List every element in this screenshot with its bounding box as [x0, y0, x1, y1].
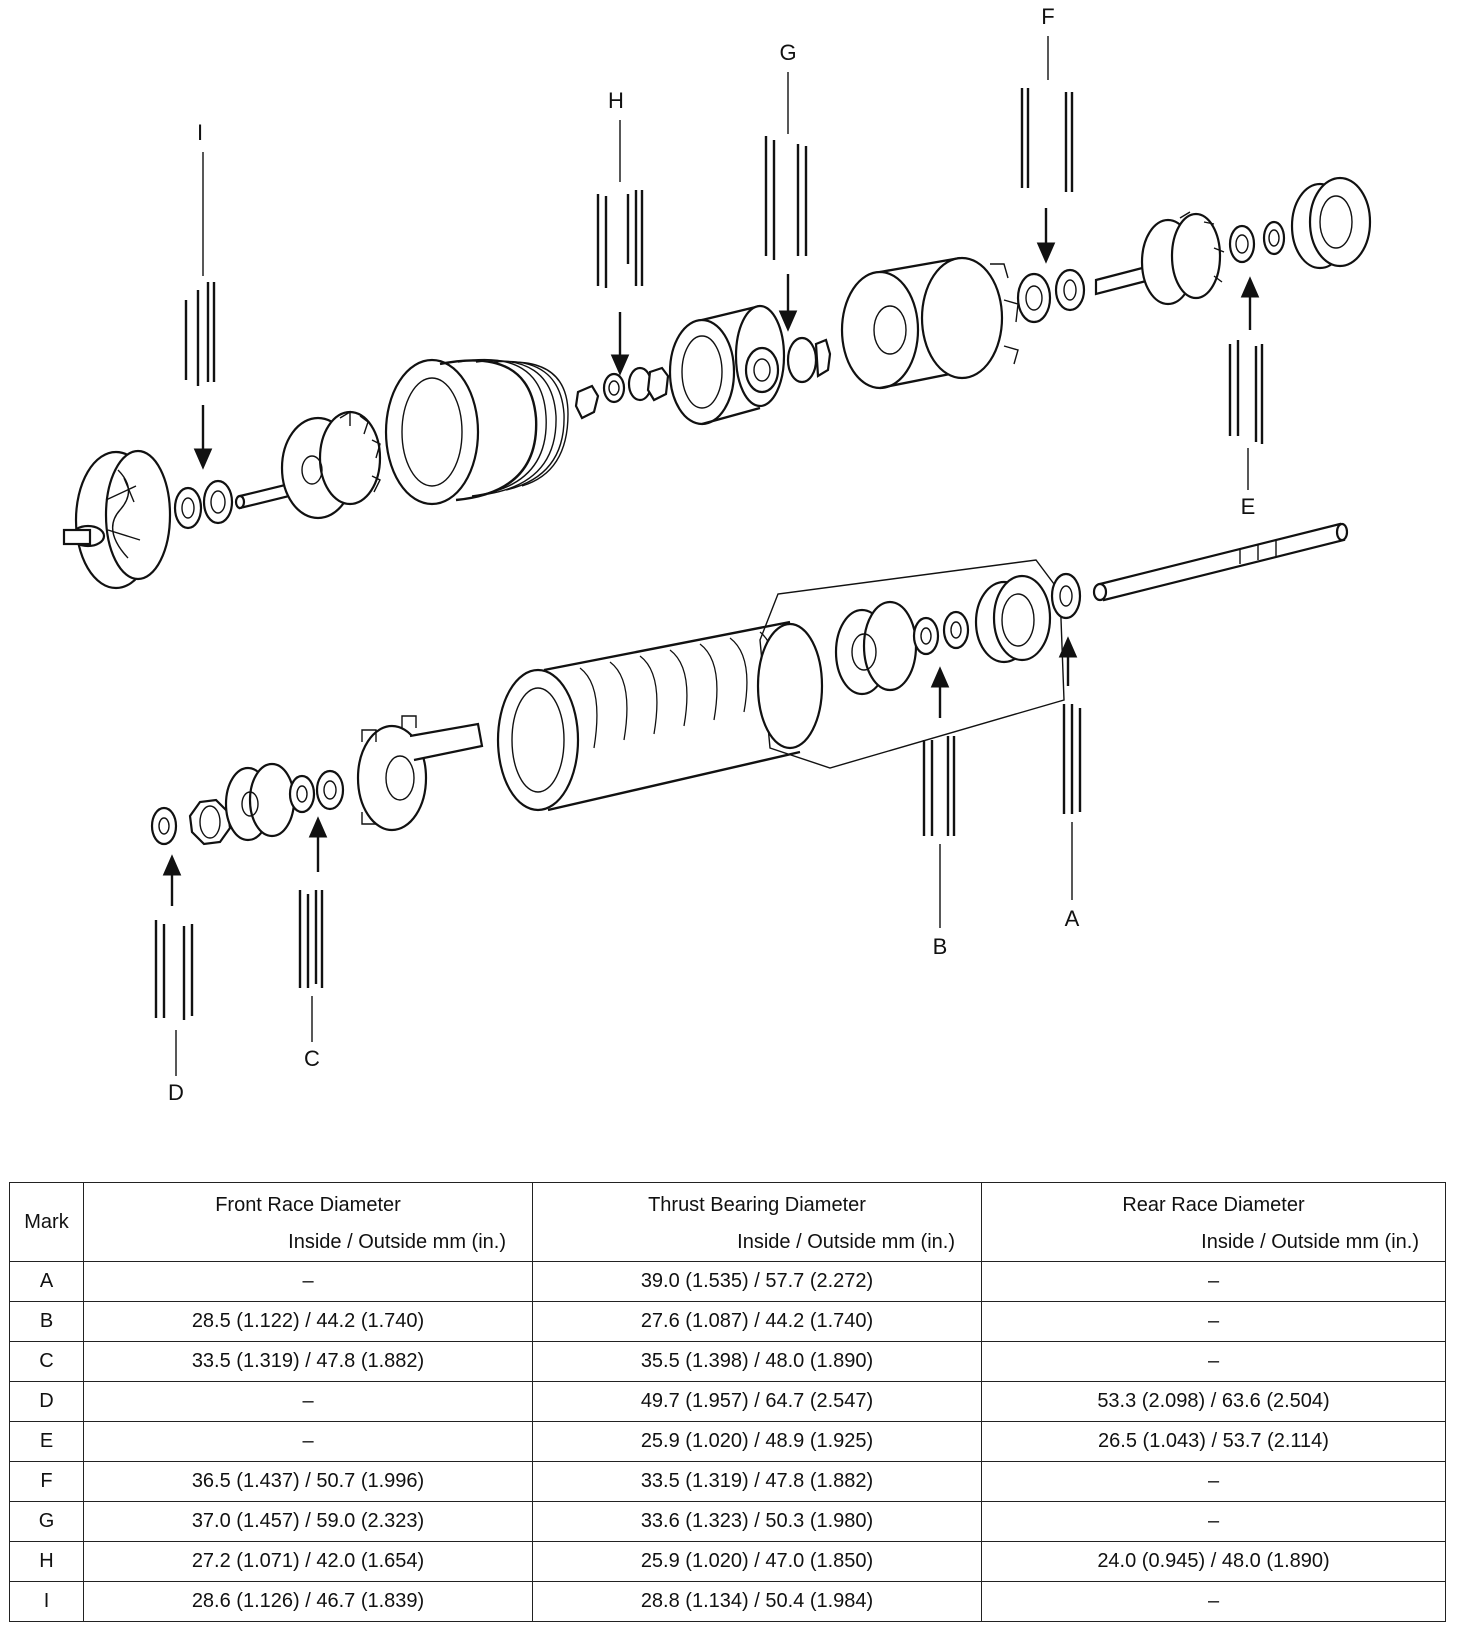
callout-label-a: A [1065, 906, 1080, 931]
callout-label-d: D [168, 1080, 184, 1105]
cell-front: 36.5 (1.437) / 50.7 (1.996) [83, 1461, 533, 1502]
exploded-transmission-diagram: I H G F E D [62, 4, 1372, 1105]
cell-mark: I [9, 1581, 84, 1622]
callout-c: C [298, 816, 328, 1071]
cell-rear: – [981, 1581, 1446, 1622]
cell-mark: A [9, 1261, 84, 1302]
cell-thrust: 25.9 (1.020) / 48.9 (1.925) [532, 1421, 982, 1462]
cell-front: 28.6 (1.126) / 46.7 (1.839) [83, 1581, 533, 1622]
rear-planetary-gear [224, 762, 296, 842]
table-row: I 28.6 (1.126) / 46.7 (1.839) 28.8 (1.13… [9, 1581, 1446, 1622]
table-row: C 33.5 (1.319) / 47.8 (1.882) 35.5 (1.39… [9, 1341, 1446, 1382]
overdrive-planetary-housing [840, 256, 1019, 390]
header-rear-sub: Inside / Outside mm (in.) [1201, 1231, 1419, 1253]
cell-thrust: 33.6 (1.323) / 50.3 (1.980) [532, 1501, 982, 1542]
transmission-case [759, 559, 1065, 769]
callout-g: G [764, 40, 808, 332]
cell-thrust: 35.5 (1.398) / 48.0 (1.890) [532, 1341, 982, 1382]
cell-rear: 24.0 (0.945) / 48.0 (1.890) [981, 1541, 1446, 1582]
forward-clutch-drum [280, 410, 382, 520]
table-row: G 37.0 (1.457) / 59.0 (2.323) 33.6 (1.32… [9, 1501, 1446, 1542]
one-way-clutch-drum [356, 715, 484, 832]
cell-rear: 26.5 (1.043) / 53.7 (2.114) [981, 1421, 1446, 1462]
clutch-brake-pack-lower [496, 620, 824, 812]
cell-mark: G [9, 1501, 84, 1542]
cell-mark: B [9, 1301, 84, 1342]
table-row: F 36.5 (1.437) / 50.7 (1.996) 33.5 (1.31… [9, 1461, 1446, 1502]
bearing-pair-f [1016, 268, 1086, 324]
cell-front: 37.0 (1.457) / 59.0 (2.323) [83, 1501, 533, 1542]
bearing-a [1050, 572, 1082, 620]
cell-rear: – [981, 1341, 1446, 1382]
callout-label-b: B [933, 934, 948, 959]
table-row: B 28.5 (1.122) / 44.2 (1.740) 27.6 (1.08… [9, 1301, 1446, 1342]
output-shaft [1092, 522, 1349, 602]
cell-thrust: 39.0 (1.535) / 57.7 (2.272) [532, 1261, 982, 1302]
table-header-row: Mark Front Race Diameter Inside / Outsid… [9, 1182, 1446, 1262]
header-mark: Mark [9, 1182, 84, 1262]
cell-front: – [83, 1421, 533, 1462]
cell-thrust: 27.6 (1.087) / 44.2 (1.740) [532, 1301, 982, 1342]
clutch-plate-pack-upper [384, 358, 569, 506]
cell-rear: 53.3 (2.098) / 63.6 (2.504) [981, 1381, 1446, 1422]
cell-thrust: 28.8 (1.134) / 50.4 (1.984) [532, 1581, 982, 1622]
header-front-sub: Inside / Outside mm (in.) [288, 1231, 506, 1253]
cell-thrust: 49.7 (1.957) / 64.7 (2.547) [532, 1381, 982, 1422]
callout-label-f: F [1041, 4, 1054, 29]
table-row: H 27.2 (1.071) / 42.0 (1.654) 25.9 (1.02… [9, 1541, 1446, 1582]
bearing-pair-e [1228, 220, 1286, 264]
callout-e: E [1228, 276, 1264, 519]
bearing-race-specification-table: Mark Front Race Diameter Inside / Outsid… [9, 1182, 1446, 1622]
cell-rear: – [981, 1461, 1446, 1502]
callout-b: B [922, 666, 956, 959]
header-front-race: Front Race Diameter Inside / Outside mm … [83, 1182, 533, 1262]
front-planetary-ring-gear [974, 574, 1052, 664]
cell-front: 33.5 (1.319) / 47.8 (1.882) [83, 1341, 533, 1382]
header-thrust-bearing: Thrust Bearing Diameter Inside / Outside… [532, 1182, 982, 1262]
cell-mark: F [9, 1461, 84, 1502]
cell-thrust: 25.9 (1.020) / 47.0 (1.850) [532, 1541, 982, 1582]
bearing-pair-d [150, 798, 232, 846]
cell-mark: E [9, 1421, 84, 1462]
bearing-pair-c [288, 769, 345, 814]
callout-label-c: C [304, 1046, 320, 1071]
cell-thrust: 33.5 (1.319) / 47.8 (1.882) [532, 1461, 982, 1502]
cell-mark: H [9, 1541, 84, 1582]
cell-front: – [83, 1381, 533, 1422]
header-rear-race: Rear Race Diameter Inside / Outside mm (… [981, 1182, 1446, 1262]
callout-i: I [184, 120, 216, 470]
callout-label-g: G [779, 40, 796, 65]
cell-mark: C [9, 1341, 84, 1382]
header-thrust-sub: Inside / Outside mm (in.) [737, 1231, 955, 1253]
header-thrust-title: Thrust Bearing Diameter [648, 1194, 866, 1216]
second-coast-brake-drum [834, 600, 918, 696]
table-row: A – 39.0 (1.535) / 57.7 (2.272) – [9, 1261, 1446, 1302]
table-row: D – 49.7 (1.957) / 64.7 (2.547) 53.3 (2.… [9, 1381, 1446, 1422]
oil-pump-assembly [62, 449, 172, 590]
bearing-pair-i [173, 479, 234, 530]
bearing-pair-b [912, 610, 970, 656]
cell-front: 27.2 (1.071) / 42.0 (1.654) [83, 1541, 533, 1582]
callout-f: F [1020, 4, 1074, 264]
cell-front: – [83, 1261, 533, 1302]
bearing-pair-g [744, 336, 832, 394]
table-row: E – 25.9 (1.020) / 48.9 (1.925) 26.5 (1.… [9, 1421, 1446, 1462]
callout-label-e: E [1241, 494, 1256, 519]
cell-rear: – [981, 1301, 1446, 1342]
cell-front: 28.5 (1.122) / 44.2 (1.740) [83, 1301, 533, 1342]
cell-mark: D [9, 1381, 84, 1422]
cell-rear: – [981, 1261, 1446, 1302]
overdrive-sun-gear [1094, 211, 1225, 306]
callout-label-i: I [197, 120, 203, 145]
callout-d: D [154, 854, 194, 1105]
callout-a: A [1058, 636, 1082, 931]
header-rear-title: Rear Race Diameter [1122, 1194, 1305, 1216]
overdrive-ring-gear [1290, 176, 1372, 270]
callout-h: H [596, 88, 644, 376]
bearing-pair-h [574, 366, 670, 420]
cell-rear: – [981, 1501, 1446, 1542]
header-front-title: Front Race Diameter [215, 1194, 401, 1216]
callout-label-h: H [608, 88, 624, 113]
